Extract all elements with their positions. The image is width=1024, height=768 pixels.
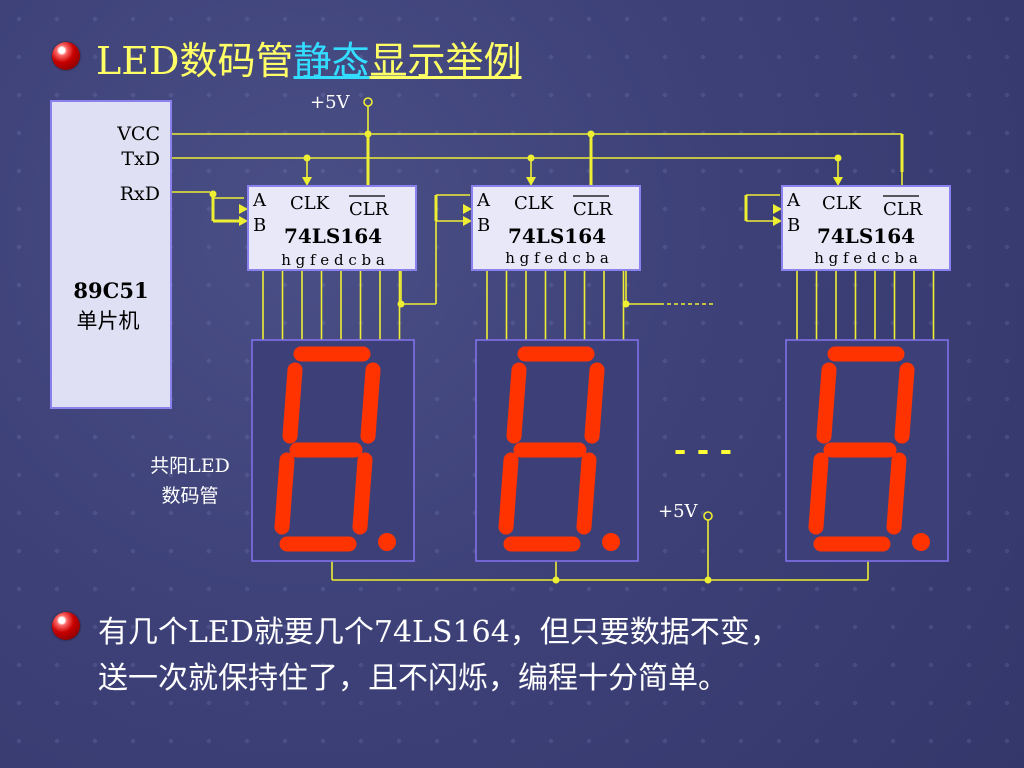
chip-outputs: h g f e d c b a	[505, 249, 609, 267]
seven-segment-digit-1	[274, 346, 396, 552]
chip-name: 74LS164	[817, 224, 915, 248]
seg-dp	[378, 533, 396, 551]
seven-segment-digit-3	[808, 346, 930, 552]
arrows	[239, 177, 843, 226]
seg-e	[498, 452, 519, 535]
power-label-bottom: +5V	[658, 501, 699, 522]
bullet-icon	[52, 612, 80, 640]
power-label-top: +5V	[310, 92, 351, 113]
chip-clk: CLK	[290, 193, 330, 214]
junction-dot	[209, 190, 217, 198]
junction-dot	[834, 154, 842, 162]
chip-pin-a: A	[786, 190, 801, 211]
seg-f	[282, 362, 303, 444]
seg-dp	[602, 533, 620, 551]
power-terminal-top	[363, 97, 373, 107]
junction-dot	[622, 300, 630, 308]
chip-pin-a: A	[252, 190, 267, 211]
seven-segment-digit-2	[498, 346, 620, 552]
ellipsis: - - -	[674, 433, 732, 468]
mcu-pin-vcc: VCC	[116, 123, 160, 145]
junction-dot	[397, 300, 405, 308]
arrow-right	[463, 216, 472, 226]
arrow-right	[773, 204, 782, 214]
title-highlight: 静态	[293, 39, 370, 83]
seg-e	[808, 452, 829, 535]
chip-clk: CLK	[514, 193, 554, 214]
arrow-right	[773, 216, 782, 226]
chip-pin-b: B	[253, 215, 266, 236]
display-label-line2: 数码管	[161, 485, 218, 507]
chip-clr: CLR	[573, 199, 613, 220]
junction-dot	[587, 130, 595, 138]
shift-register-2: A B CLK CLR 74LS164 h g f e d c b a	[471, 185, 641, 271]
mcu-pin-txd: TxD	[121, 148, 160, 170]
mcu-pin-rxd: RxD	[120, 183, 160, 205]
power-terminal-bottom	[703, 511, 713, 521]
junction-dot	[527, 154, 535, 162]
chip-outputs: h g f e d c b a	[281, 251, 385, 269]
title-part3: 显示举例	[369, 39, 522, 83]
junction-dot	[704, 576, 712, 584]
junctions	[209, 130, 842, 584]
seg-dp	[912, 533, 930, 551]
chip-pin-b: B	[477, 215, 490, 236]
junction-dot	[303, 154, 311, 162]
chip-clr: CLR	[883, 199, 923, 220]
seg-c	[886, 452, 907, 535]
seg-c	[576, 452, 597, 535]
seg-c	[352, 452, 373, 535]
chip-clr: CLR	[349, 199, 389, 220]
bottom-text: 有几个LED就要几个74LS164，但只要数据不变， 送一次就保持住了，且不闪烁…	[98, 610, 780, 702]
display-label-line1: 共阳LED	[150, 455, 230, 477]
shift-register-1: A B CLK CLR 74LS164 h g f e d c b a	[247, 185, 417, 271]
seg-e	[274, 452, 295, 535]
chip-name: 74LS164	[284, 224, 382, 248]
seg-b	[360, 362, 381, 444]
bullet-icon	[52, 42, 80, 70]
arrow-down	[526, 177, 536, 186]
thick-wires	[211, 134, 904, 223]
arrow-right	[239, 204, 248, 214]
seg-f	[816, 362, 837, 444]
arrow-down	[833, 177, 843, 186]
seg-b	[584, 362, 605, 444]
junction-dot	[364, 130, 372, 138]
chip-clk: CLK	[822, 193, 862, 214]
arrow-down	[302, 177, 312, 186]
chip-outputs: h g f e d c b a	[814, 249, 918, 267]
seg-b	[894, 362, 915, 444]
bottom-text-line2: 送一次就保持住了，且不闪烁，编程十分简单。	[98, 661, 728, 696]
chip-name: 74LS164	[508, 224, 606, 248]
slide-title: LED数码管静态显示举例	[96, 30, 521, 85]
junction-dot	[552, 576, 560, 584]
mcu-box	[50, 100, 172, 409]
title-part1: LED数码管	[96, 39, 294, 83]
arrow-right	[463, 204, 472, 214]
arrow-right	[239, 216, 248, 226]
bottom-text-line1: 有几个LED就要几个74LS164，但只要数据不变，	[98, 615, 780, 650]
chip-pin-b: B	[787, 215, 800, 236]
mcu-subtitle: 单片机	[77, 309, 140, 333]
shift-register-3: A B CLK CLR 74LS164 h g f e d c b a	[781, 185, 951, 271]
chip-pin-a: A	[476, 190, 491, 211]
mcu-name: 89C51	[73, 278, 148, 303]
seg-f	[506, 362, 527, 444]
